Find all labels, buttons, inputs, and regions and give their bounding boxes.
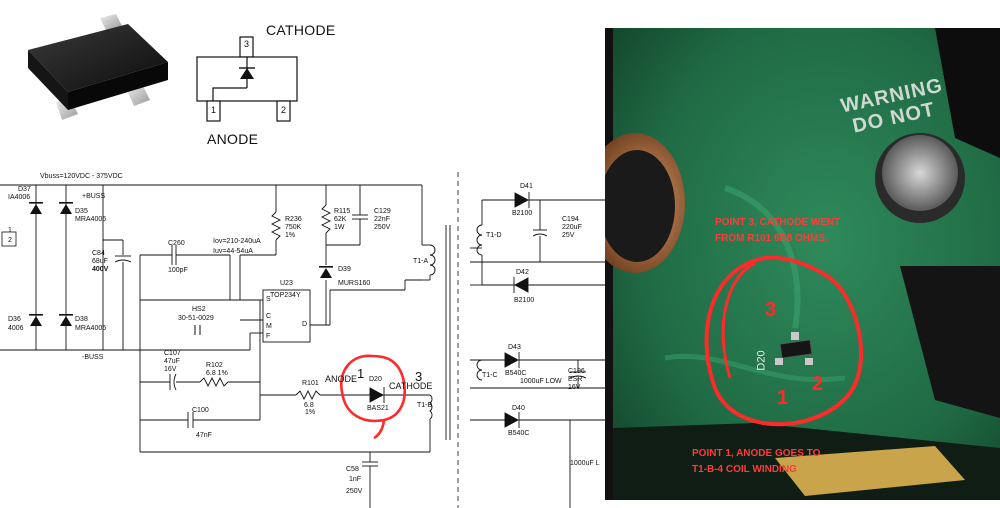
c58-label: C58 (346, 466, 359, 473)
d20-label: D20 (369, 376, 382, 383)
c194-value: 220uF (562, 224, 582, 231)
c58-voltage: 250V (346, 488, 363, 495)
u23-pin-c: C (266, 313, 272, 320)
annotation-bottom-line-2: T1-B-4 COIL WINDING (692, 464, 797, 475)
c194-label: C194 (562, 216, 579, 223)
d43-part: B540C (505, 370, 527, 377)
hs2-part: 30-51-0029 (178, 315, 214, 322)
c260-label: C260 (168, 240, 185, 247)
d41-label: D41 (520, 183, 533, 190)
anode-label: ANODE (207, 131, 259, 147)
u23-pin-s: S (266, 296, 271, 303)
r101-tolerance: 1% (305, 409, 316, 416)
d43-label: D43 (508, 344, 521, 351)
d42-label: D42 (516, 269, 529, 276)
iov-label: Iov=210-240uA (213, 238, 261, 245)
d39-part: MURS160 (338, 280, 371, 287)
pin-3-number: 3 (244, 39, 250, 49)
c58-value: 1nF (349, 476, 362, 483)
c196-voltage: 16V (568, 384, 581, 391)
r236-tolerance: 1% (285, 232, 296, 239)
r115-wattage: 1W (334, 224, 345, 231)
d35-label: D35 (75, 208, 88, 215)
d41-part: B2100 (512, 210, 533, 217)
c196-label: C196 (568, 368, 585, 375)
r236-label: R236 (285, 216, 302, 223)
annotation-top-line-1: POINT 3, CATHODE WENT (715, 217, 841, 228)
pcb-d20-silkscreen: D20 (755, 350, 768, 371)
t1d-label: T1-D (486, 232, 502, 239)
package-pinout-diagram (196, 36, 298, 122)
t1b-label: T1-B (417, 402, 433, 409)
d39-label: D39 (338, 266, 351, 273)
d20-mark-3: 3 (415, 369, 423, 384)
pcb-photo (605, 28, 1000, 500)
c100-label: C100 (192, 407, 209, 414)
low-esr-cap: 1000uF LOW (520, 378, 562, 385)
c196-esr: ESR (568, 376, 583, 383)
minus-buss-label: -BUSS (82, 354, 104, 361)
bas21-label: BAS21 (367, 405, 389, 412)
schematic-wiring (0, 172, 605, 508)
low-esr-cap-2: 1000uF L (570, 460, 600, 467)
d36-part: 4006 (8, 325, 24, 332)
annotation-bottom-line-1: POINT 1, ANODE GOES TO (692, 448, 821, 459)
connector-pin-2: 2 (8, 237, 12, 244)
u23-part: TOP234Y (270, 292, 301, 299)
c107-label: C107 (164, 350, 181, 357)
c84-voltage: 400V (92, 266, 109, 273)
d40-part: B540C (508, 430, 530, 437)
sot23-package-image (28, 14, 168, 120)
c107-voltage: 16V (164, 366, 177, 373)
c84-value: 68uF (92, 258, 108, 265)
c100-value: 47nF (196, 432, 212, 439)
d38-part: MRA4006 (75, 325, 107, 332)
iuv-label: Iuv=44-54uA (213, 248, 253, 255)
d42-part: B2100 (514, 297, 535, 304)
annotation-top-line-2: FROM R101 6R8 OHMS. (715, 233, 828, 244)
r101-value: 6.8 (304, 402, 314, 409)
d37-part: IA4006 (8, 194, 31, 201)
t1a-label: T1-A (413, 258, 429, 265)
u23-pin-f: F (266, 333, 271, 340)
r102-label: R102 (206, 362, 223, 369)
c260-value: 100pF (168, 267, 188, 274)
r236-value: 750K (285, 224, 302, 231)
photo-mark-1: 1 (777, 387, 789, 409)
c194-voltage: 25V (562, 232, 575, 239)
u23-label: U23 (280, 280, 293, 287)
c129-label: C129 (374, 208, 391, 215)
d20-mark-1: 1 (357, 366, 365, 381)
d36-label: D36 (8, 316, 21, 323)
pin-2-number: 2 (281, 105, 287, 115)
photo-mark-2: 2 (812, 373, 824, 395)
r102-value: 6.8 1% (206, 370, 228, 377)
c107-value: 47uF (164, 358, 180, 365)
d37-label: D37 (18, 186, 31, 193)
t1c-label: T1-C (482, 372, 498, 379)
d40-label: D40 (512, 405, 525, 412)
c129-value: 22nF (374, 216, 390, 223)
u23-pin-d: D (302, 321, 308, 328)
photo-mark-3: 3 (765, 299, 777, 321)
d20-anode-tag: ANODE (325, 374, 358, 384)
d35-part: MRA4006 (75, 216, 107, 223)
r101-label: R101 (302, 380, 319, 387)
connector-pin-1: 1 (8, 227, 12, 234)
cathode-label: CATHODE (266, 22, 336, 38)
pin-1-number: 1 (211, 105, 217, 115)
c84-label: C84 (92, 250, 105, 257)
r115-value: 62K (334, 216, 347, 223)
c129-voltage: 250V (374, 224, 391, 231)
hs2-label: HS2 (192, 306, 206, 313)
d20-cathode-tag: CATHODE (389, 381, 433, 391)
vbuss-label: Vbuss=120VDC - 375VDC (40, 173, 123, 180)
r115-label: R115 (334, 208, 351, 215)
plus-buss-label: +BUSS (82, 193, 106, 200)
u23-pin-m: M (266, 323, 272, 330)
d38-label: D38 (75, 316, 88, 323)
